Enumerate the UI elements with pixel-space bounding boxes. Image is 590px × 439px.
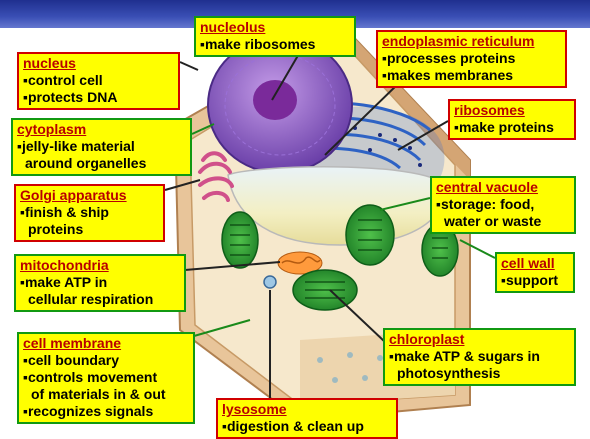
ribosomes-title: ribosomes — [454, 102, 570, 119]
vacuole-label: central vacuole storage: food, water or … — [430, 176, 576, 234]
vacuole-fact: water or waste — [436, 213, 570, 230]
chloroplast-fact: photosynthesis — [389, 365, 570, 382]
nucleus-fact: control cell — [23, 72, 174, 89]
ribosomes-fact: make proteins — [454, 119, 570, 136]
lysosome-title: lysosome — [222, 401, 392, 418]
nucleus-label: nucleus control cell protects DNA — [17, 52, 180, 110]
cell-membrane-fact: controls movement — [23, 369, 189, 386]
er-fact: processes proteins — [382, 50, 561, 67]
cell-membrane-fact: cell boundary — [23, 352, 189, 369]
lysosome-fact: digestion & clean up — [222, 418, 392, 435]
mitochondria-label: mitochondria make ATP in cellular respir… — [14, 254, 186, 312]
cytoplasm-label: cytoplasm jelly-like material around org… — [11, 118, 192, 176]
cytoplasm-title: cytoplasm — [17, 121, 186, 138]
cell-membrane-fact: of materials in & out — [23, 386, 189, 403]
mitochondria-title: mitochondria — [20, 257, 180, 274]
vacuole-fact: storage: food, — [436, 196, 570, 213]
cytoplasm-fact: around organelles — [17, 155, 186, 172]
golgi-label: Golgi apparatus finish & ship proteins — [14, 184, 165, 242]
mitochondria-fact: cellular respiration — [20, 291, 180, 308]
chloroplast-title: chloroplast — [389, 331, 570, 348]
nucleolus-fact: make ribosomes — [200, 36, 350, 53]
nucleolus-title: nucleolus — [200, 19, 350, 36]
cytoplasm-fact: jelly-like material — [17, 138, 186, 155]
er-title: endoplasmic reticulum — [382, 33, 561, 50]
cell-wall-title: cell wall — [501, 255, 569, 272]
nucleolus-label: nucleolus make ribosomes — [194, 16, 356, 57]
golgi-fact: proteins — [20, 221, 159, 238]
golgi-title: Golgi apparatus — [20, 187, 159, 204]
cell-membrane-title: cell membrane — [23, 335, 189, 352]
chloroplast-label: chloroplast make ATP & sugars in photosy… — [383, 328, 576, 386]
lysosome-label: lysosome digestion & clean up — [216, 398, 398, 439]
cell-wall-fact: support — [501, 272, 569, 289]
ribosomes-label: ribosomes make proteins — [448, 99, 576, 140]
nucleus-title: nucleus — [23, 55, 174, 72]
chloroplast-fact: make ATP & sugars in — [389, 348, 570, 365]
nucleus-fact: protects DNA — [23, 89, 174, 106]
cell-membrane-fact: recognizes signals — [23, 403, 189, 420]
er-label: endoplasmic reticulum processes proteins… — [376, 30, 567, 88]
golgi-fact: finish & ship — [20, 204, 159, 221]
er-fact: makes membranes — [382, 67, 561, 84]
cell-membrane-label: cell membrane cell boundary controls mov… — [17, 332, 195, 424]
vacuole-title: central vacuole — [436, 179, 570, 196]
mitochondria-fact: make ATP in — [20, 274, 180, 291]
cell-wall-label: cell wall support — [495, 252, 575, 293]
